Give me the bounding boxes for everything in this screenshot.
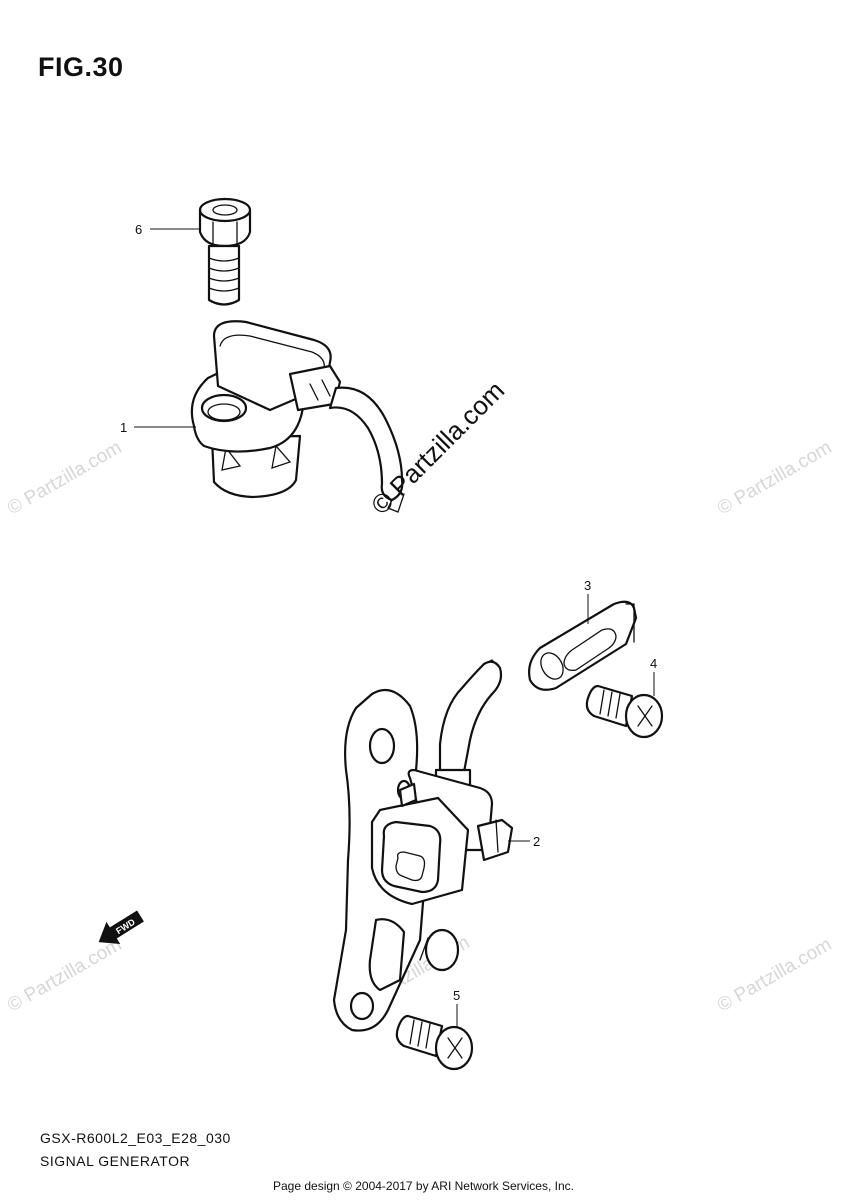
figure-title: FIG.30 [38, 52, 124, 82]
watermark-right-lower: © Partzilla.com [714, 934, 835, 1016]
callout-4[interactable]: 4 [650, 656, 657, 671]
part-5-screw[interactable] [395, 1014, 474, 1071]
watermark-left-upper: © Partzilla.com [4, 437, 125, 519]
part-6-bolt[interactable] [198, 197, 252, 306]
watermark-left-lower: © Partzilla.com [4, 934, 125, 1016]
callout-2[interactable]: 2 [533, 834, 540, 849]
callouts: 6 1 3 4 2 5 [120, 222, 657, 1003]
section-title: SIGNAL GENERATOR [40, 1153, 191, 1169]
callout-1[interactable]: 1 [120, 420, 127, 435]
callout-5[interactable]: 5 [453, 988, 460, 1003]
leader-lines [134, 228, 655, 1028]
part-1-sensor[interactable] [190, 320, 405, 513]
part-3-bracket[interactable] [528, 600, 638, 691]
watermark-right-upper: © Partzilla.com [714, 437, 835, 519]
page-credit: Page design © 2004-2017 by ARI Network S… [272, 1179, 574, 1193]
model-code: GSX-R600L2_E03_E28_030 [40, 1130, 231, 1146]
callout-6[interactable]: 6 [135, 222, 142, 237]
part-2-pickup[interactable] [332, 659, 514, 1032]
part-4-screw[interactable] [585, 684, 664, 739]
callout-3[interactable]: 3 [584, 578, 591, 593]
